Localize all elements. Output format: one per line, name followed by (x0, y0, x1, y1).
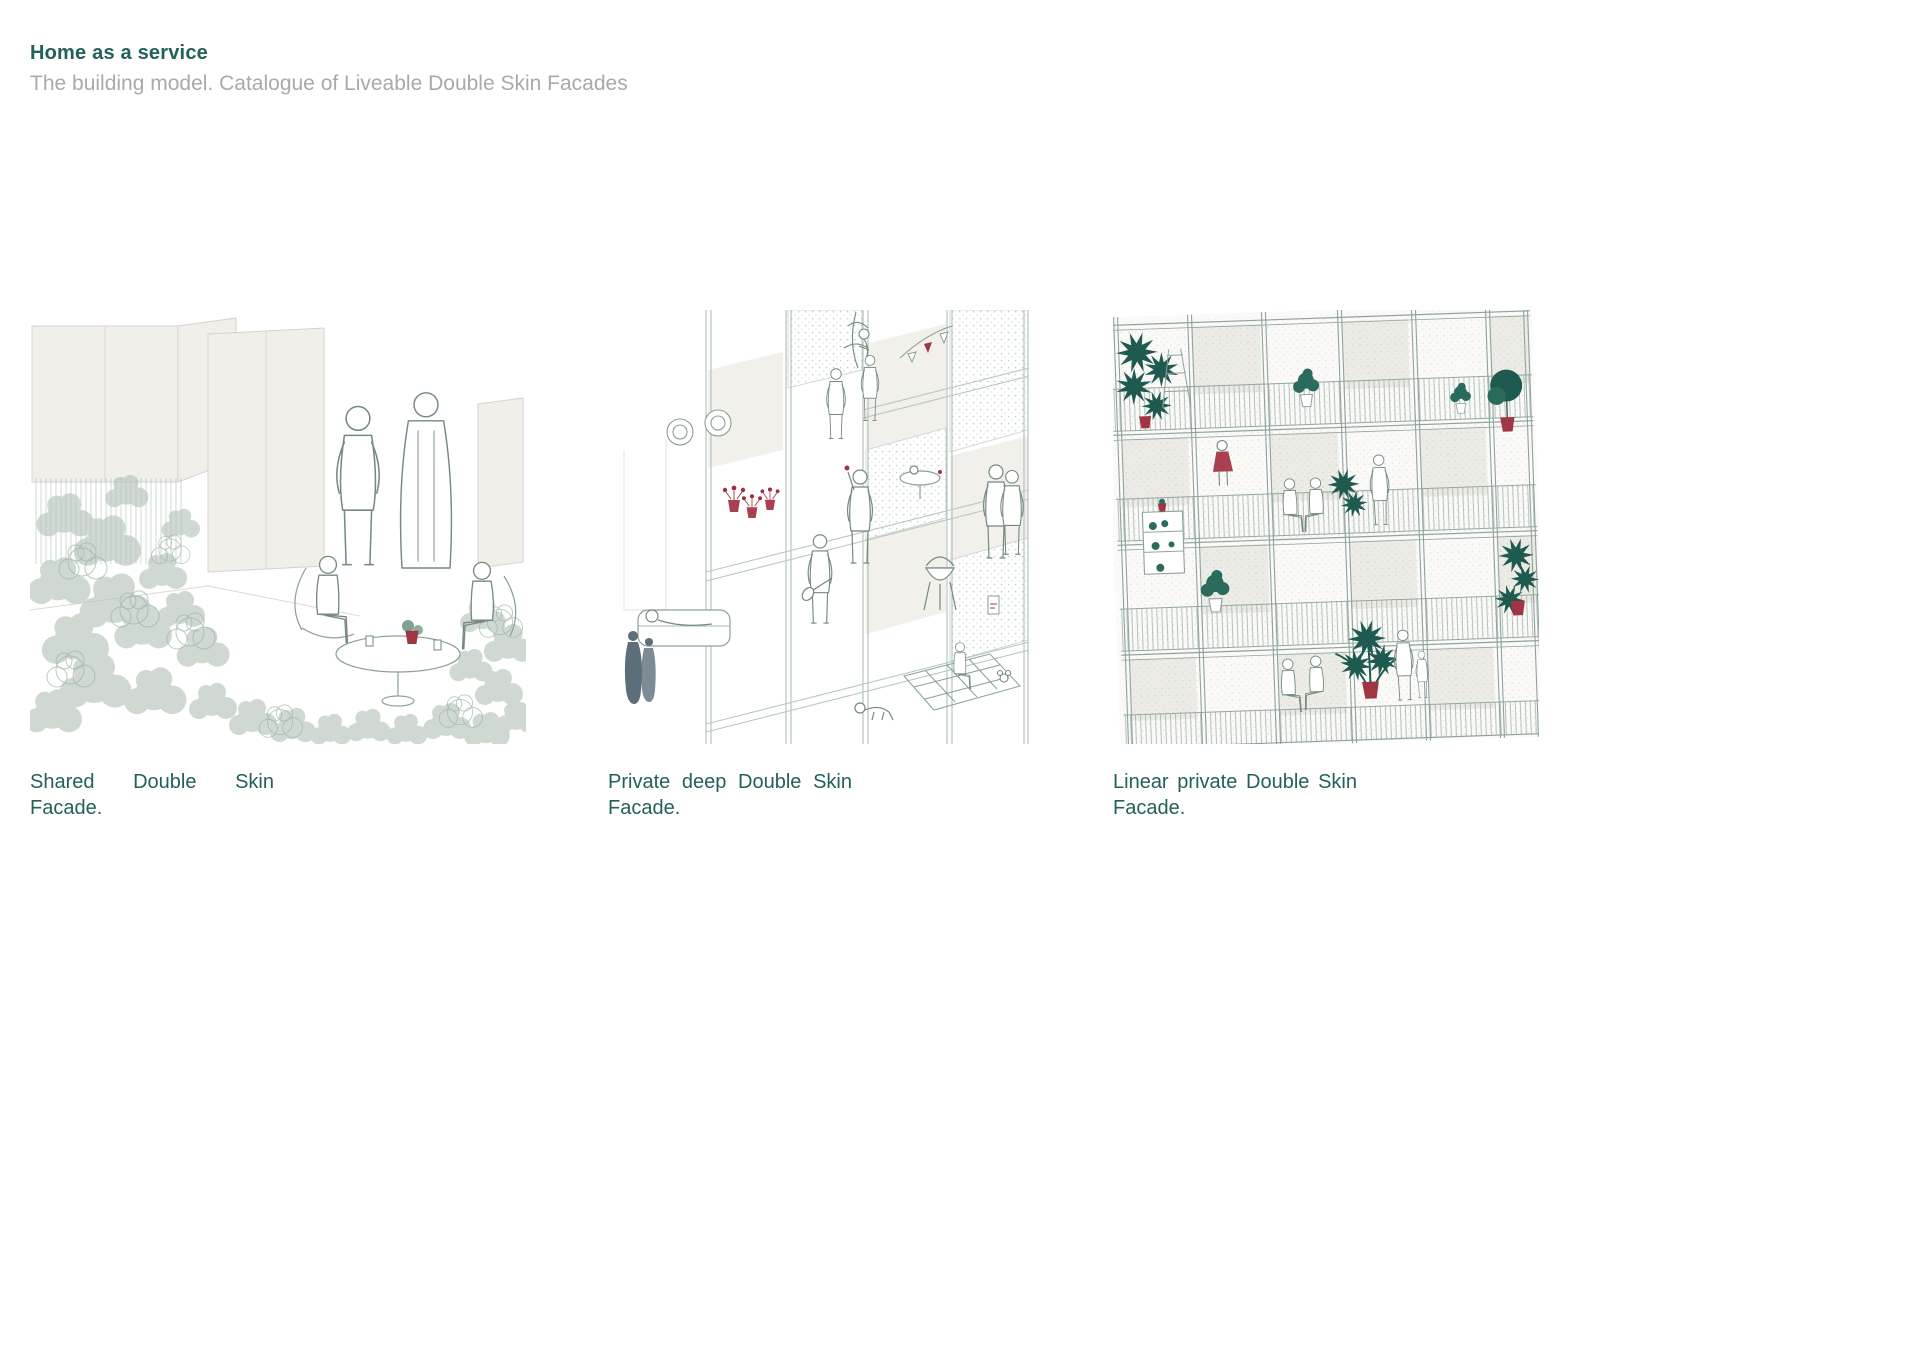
railing-rails (1113, 374, 1539, 716)
illustration-linear-private-double-skin-facade (1113, 310, 1539, 744)
dark-coat-figures (624, 631, 656, 704)
panel-shared-double-skin-facade: Shared Double Skin Facade. (30, 310, 526, 821)
red-flower-pots (722, 485, 780, 519)
panel-linear-private-double-skin-facade: Linear private Double Skin Facade. (1113, 310, 1539, 821)
panel-caption-private-deep: Private deep Double Skin Facade. (608, 771, 852, 819)
header: Home as a service The building model. Ca… (30, 42, 628, 96)
picnic-blanket (903, 642, 1021, 711)
standing-figures (335, 391, 453, 569)
crawling-kid (854, 702, 894, 721)
illustration-shared-double-skin-facade (30, 310, 526, 744)
bunting (899, 325, 953, 364)
panel-private-deep-double-skin-facade: Private deep Double Skin Facade. (608, 310, 1029, 821)
cafe-chairs (666, 409, 732, 446)
panel-caption-linear-private: Linear private Double Skin Facade. (1113, 771, 1357, 819)
mesh-screens (787, 310, 1029, 663)
middle-figures (844, 464, 1024, 564)
plant-shelf (1141, 498, 1186, 575)
bbq-grill (923, 556, 957, 611)
sofa (637, 609, 731, 647)
girl-red-dress (1213, 440, 1233, 486)
floor-lines (1113, 310, 1539, 744)
poster (987, 595, 1000, 615)
illustration-private-deep-double-skin-facade (608, 310, 1029, 744)
table-items (365, 620, 442, 651)
seated-figures (315, 555, 495, 650)
railing-bands (1113, 374, 1539, 744)
red-plant-pot (405, 630, 419, 644)
vertical-mullions (1113, 310, 1539, 744)
row1-plants (1292, 368, 1523, 432)
interior-lines (623, 440, 684, 611)
ladder-stand (1162, 348, 1192, 408)
chairs (294, 567, 517, 639)
guitar-player (801, 534, 833, 624)
panel-caption-shared: Shared Double Skin Facade. (30, 771, 274, 819)
page-subtitle: The building model. Catalogue of Liveabl… (30, 72, 628, 95)
page-title: Home as a service (30, 42, 208, 64)
tree-climber (843, 311, 870, 369)
